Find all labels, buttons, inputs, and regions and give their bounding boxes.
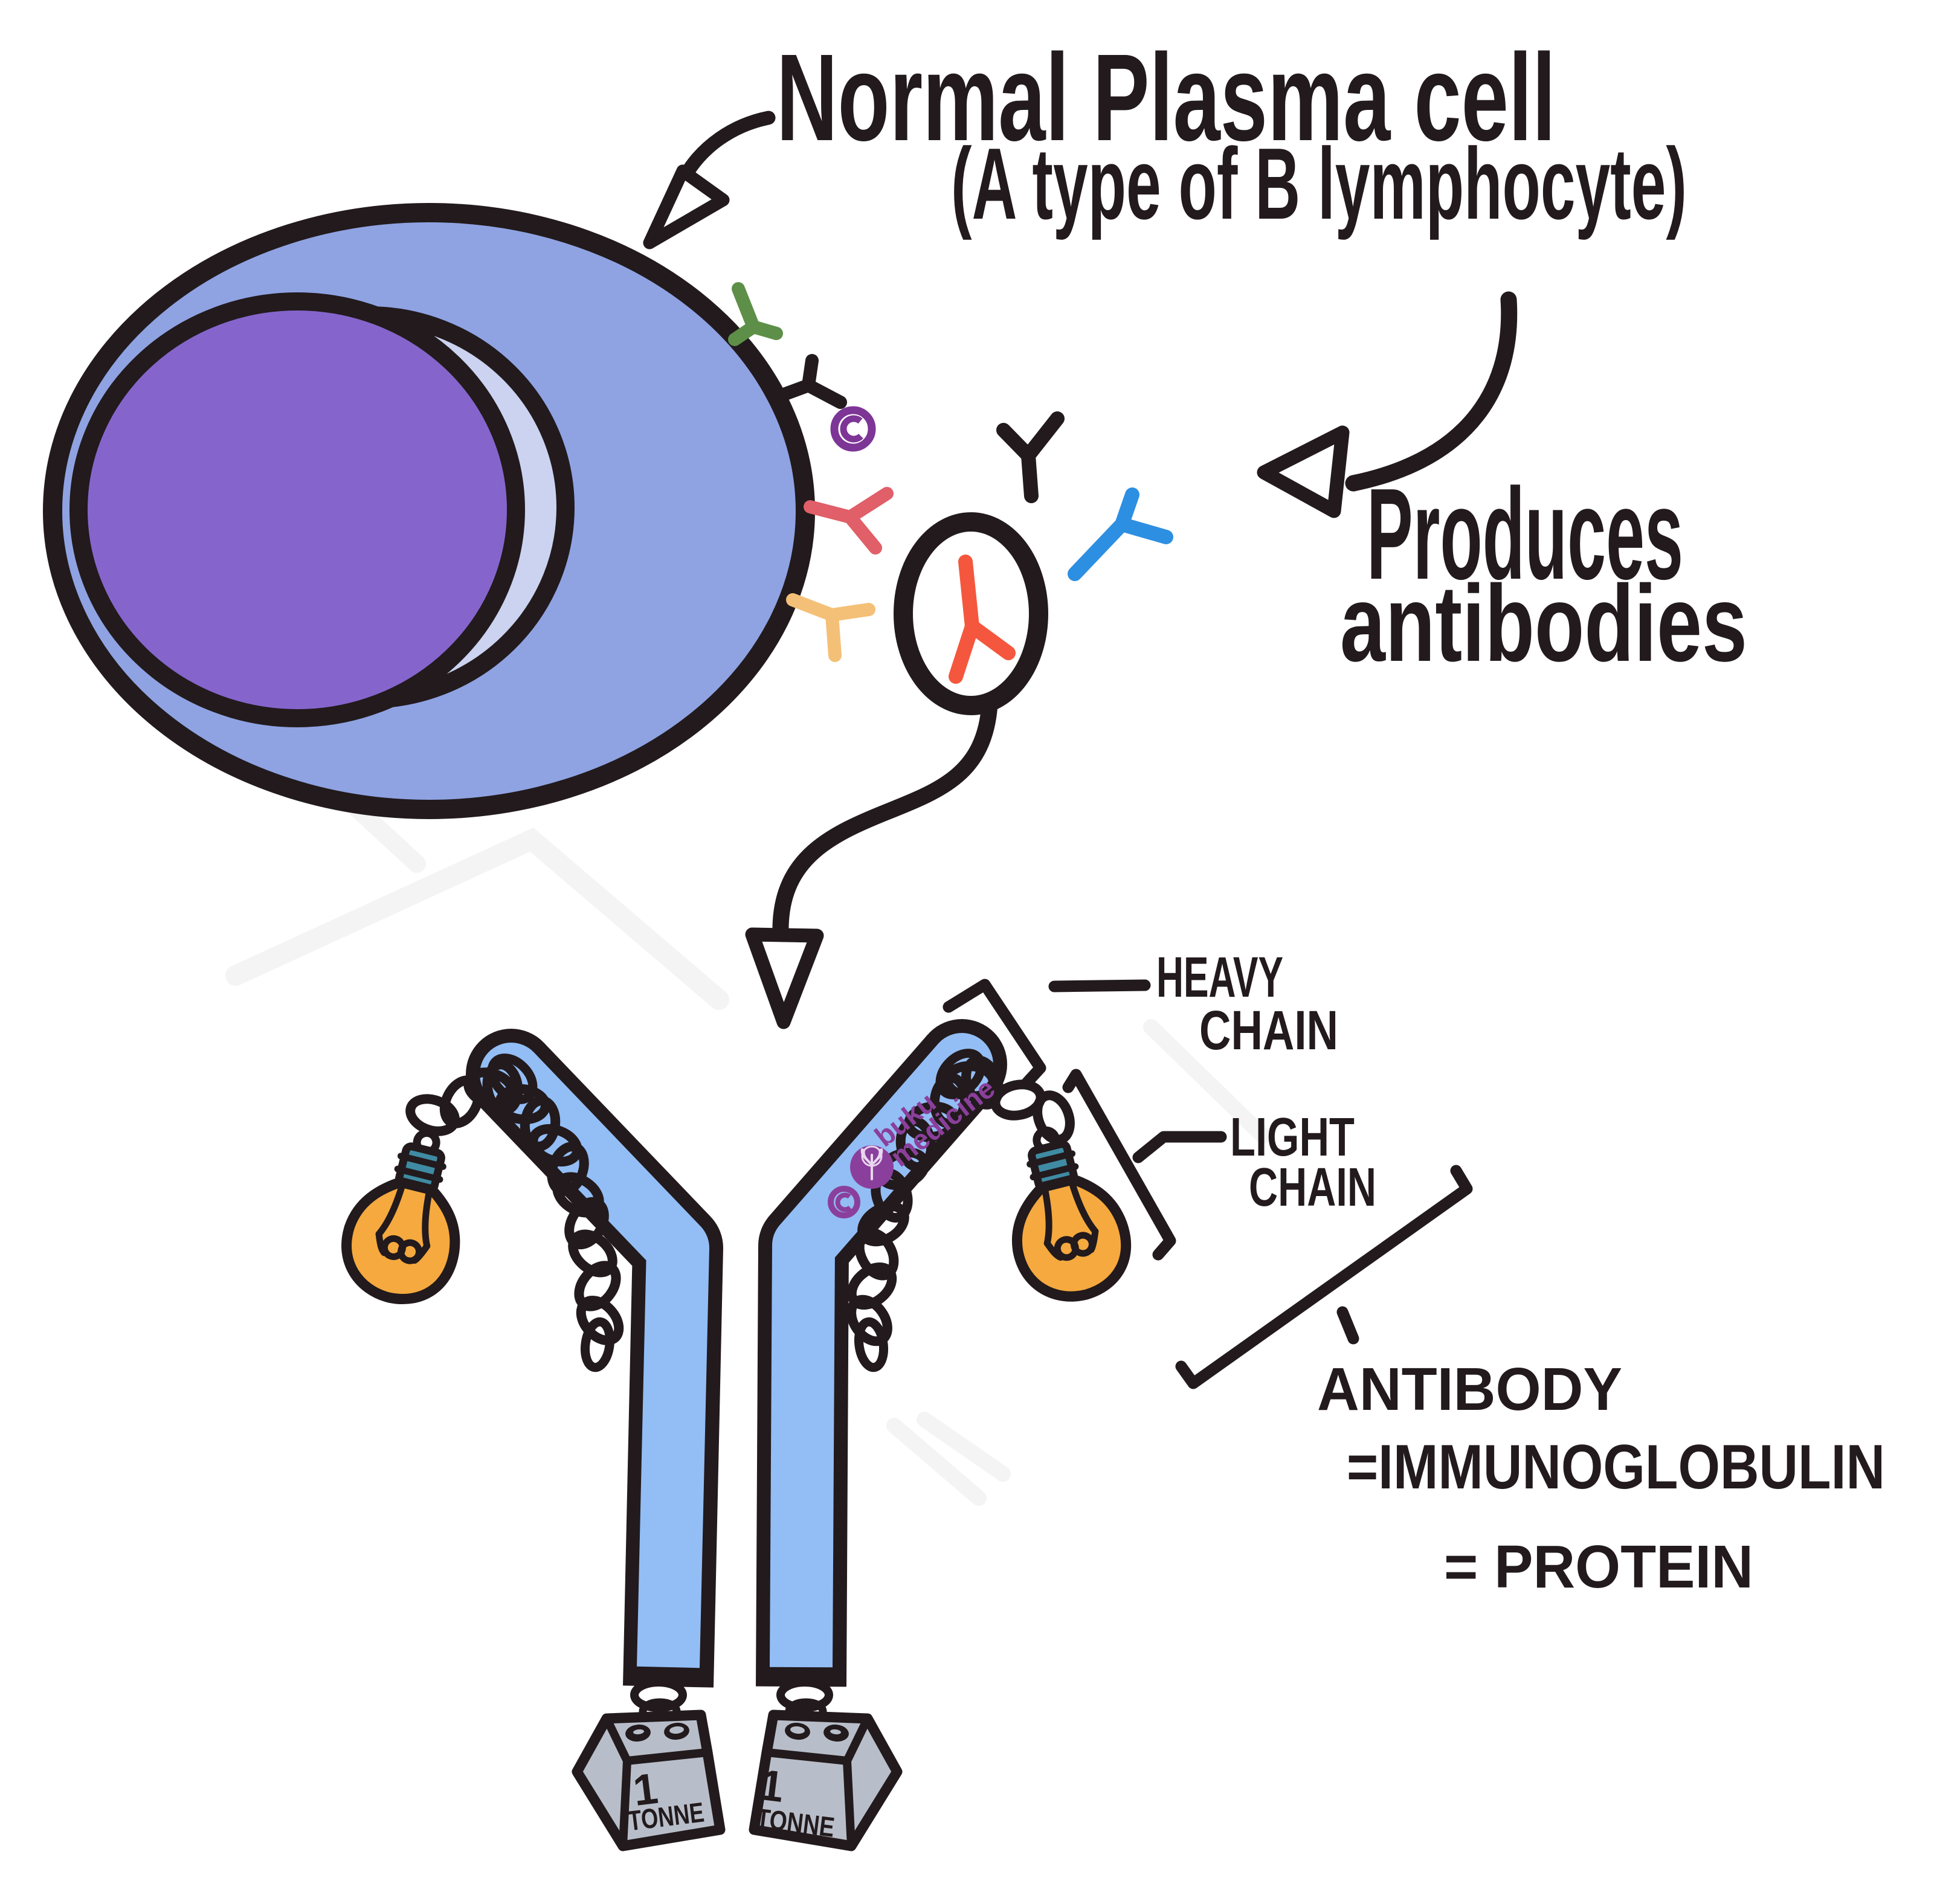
svg-text:CHAIN: CHAIN xyxy=(1199,1000,1338,1061)
svg-text:1: 1 xyxy=(631,1764,660,1815)
svg-text:Produces: Produces xyxy=(1367,461,1683,606)
svg-text:LIGHT: LIGHT xyxy=(1230,1107,1355,1168)
svg-text:CHAIN: CHAIN xyxy=(1249,1157,1376,1218)
svg-text:ANTIBODY: ANTIBODY xyxy=(1317,1356,1622,1423)
svg-text:(A type of B lymphocyte): (A type of B lymphocyte) xyxy=(951,127,1687,240)
svg-text:1: 1 xyxy=(756,1761,786,1812)
svg-text:= PROTEIN: = PROTEIN xyxy=(1444,1533,1753,1601)
svg-text:Normal Plasma cell: Normal Plasma cell xyxy=(776,28,1556,167)
svg-text:HEAVY: HEAVY xyxy=(1156,945,1283,1009)
svg-text:=IMMUNOGLOBULIN: =IMMUNOGLOBULIN xyxy=(1347,1432,1885,1502)
svg-text:antibodies: antibodies xyxy=(1340,563,1747,684)
